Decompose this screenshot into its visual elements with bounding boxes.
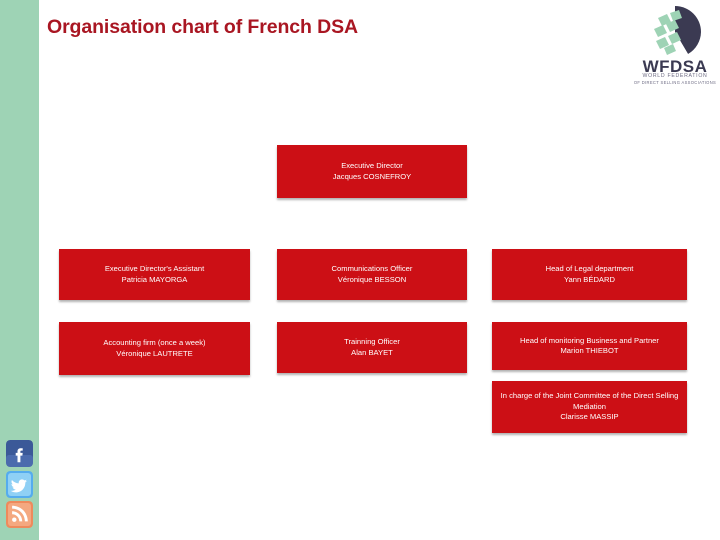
org-node-person: Alan BAYET — [351, 347, 393, 357]
globe-icon — [649, 6, 701, 58]
org-node-role: In charge of the Joint Committee of the … — [500, 391, 679, 411]
org-node-executive-director[interactable]: Executive Director Jacques COSNEFROY — [277, 145, 467, 198]
org-node-communications-officer[interactable]: Communications Officer Véronique BESSON — [277, 249, 467, 300]
org-node-accounting-firm[interactable]: Accounting firm (once a week) Véronique … — [59, 322, 250, 375]
org-node-executive-directors-assistant[interactable]: Executive Director's Assistant Patricia … — [59, 249, 250, 300]
org-node-role: Executive Director's Assistant — [104, 264, 205, 274]
org-node-trainning-officer[interactable]: Trainning Officer Alan BAYET — [277, 322, 467, 373]
logo-subtitle-line-1: WORLD FEDERATION — [642, 73, 708, 79]
org-node-head-of-monitoring-business-and-partner[interactable]: Head of monitoring Business and Partner … — [492, 322, 687, 370]
org-node-person: Patricia MAYORGA — [121, 274, 188, 284]
org-node-person: Yann BÉDARD — [564, 274, 615, 284]
org-node-role: Head of Legal department — [545, 264, 634, 274]
org-node-role: Trainning Officer — [344, 337, 400, 347]
logo-wordmark: WFDSA — [642, 57, 708, 76]
org-node-role: Executive Director — [341, 161, 403, 171]
page-title: Organisation chart of French DSA — [47, 16, 359, 38]
org-node-person: Jacques COSNEFROY — [332, 171, 412, 181]
org-node-role: Head of monitoring Business and Partner — [520, 335, 659, 345]
org-node-person: Marion THIEBOT — [560, 346, 619, 355]
org-node-role: Communications Officer — [331, 264, 413, 274]
rss-icon[interactable] — [6, 501, 33, 528]
org-node-role: Accounting firm (once a week) — [103, 338, 206, 348]
wfdsa-logo: WFDSA WORLD FEDERATION OF DIRECT SELLING… — [630, 0, 720, 96]
logo-subtitle-line-2: OF DIRECT SELLING ASSOCIATIONS — [633, 80, 717, 85]
facebook-icon[interactable] — [6, 440, 33, 467]
org-node-person: Véronique BESSON — [337, 274, 407, 284]
org-node-head-of-legal-department[interactable]: Head of Legal department Yann BÉDARD — [492, 249, 687, 300]
org-node-person: Clarisse MASSIP — [560, 412, 619, 422]
org-node-joint-committee-mediation[interactable]: In charge of the Joint Committee of the … — [492, 381, 687, 433]
org-node-person: Véronique LAUTRETE — [116, 348, 193, 358]
twitter-icon[interactable] — [6, 471, 33, 498]
